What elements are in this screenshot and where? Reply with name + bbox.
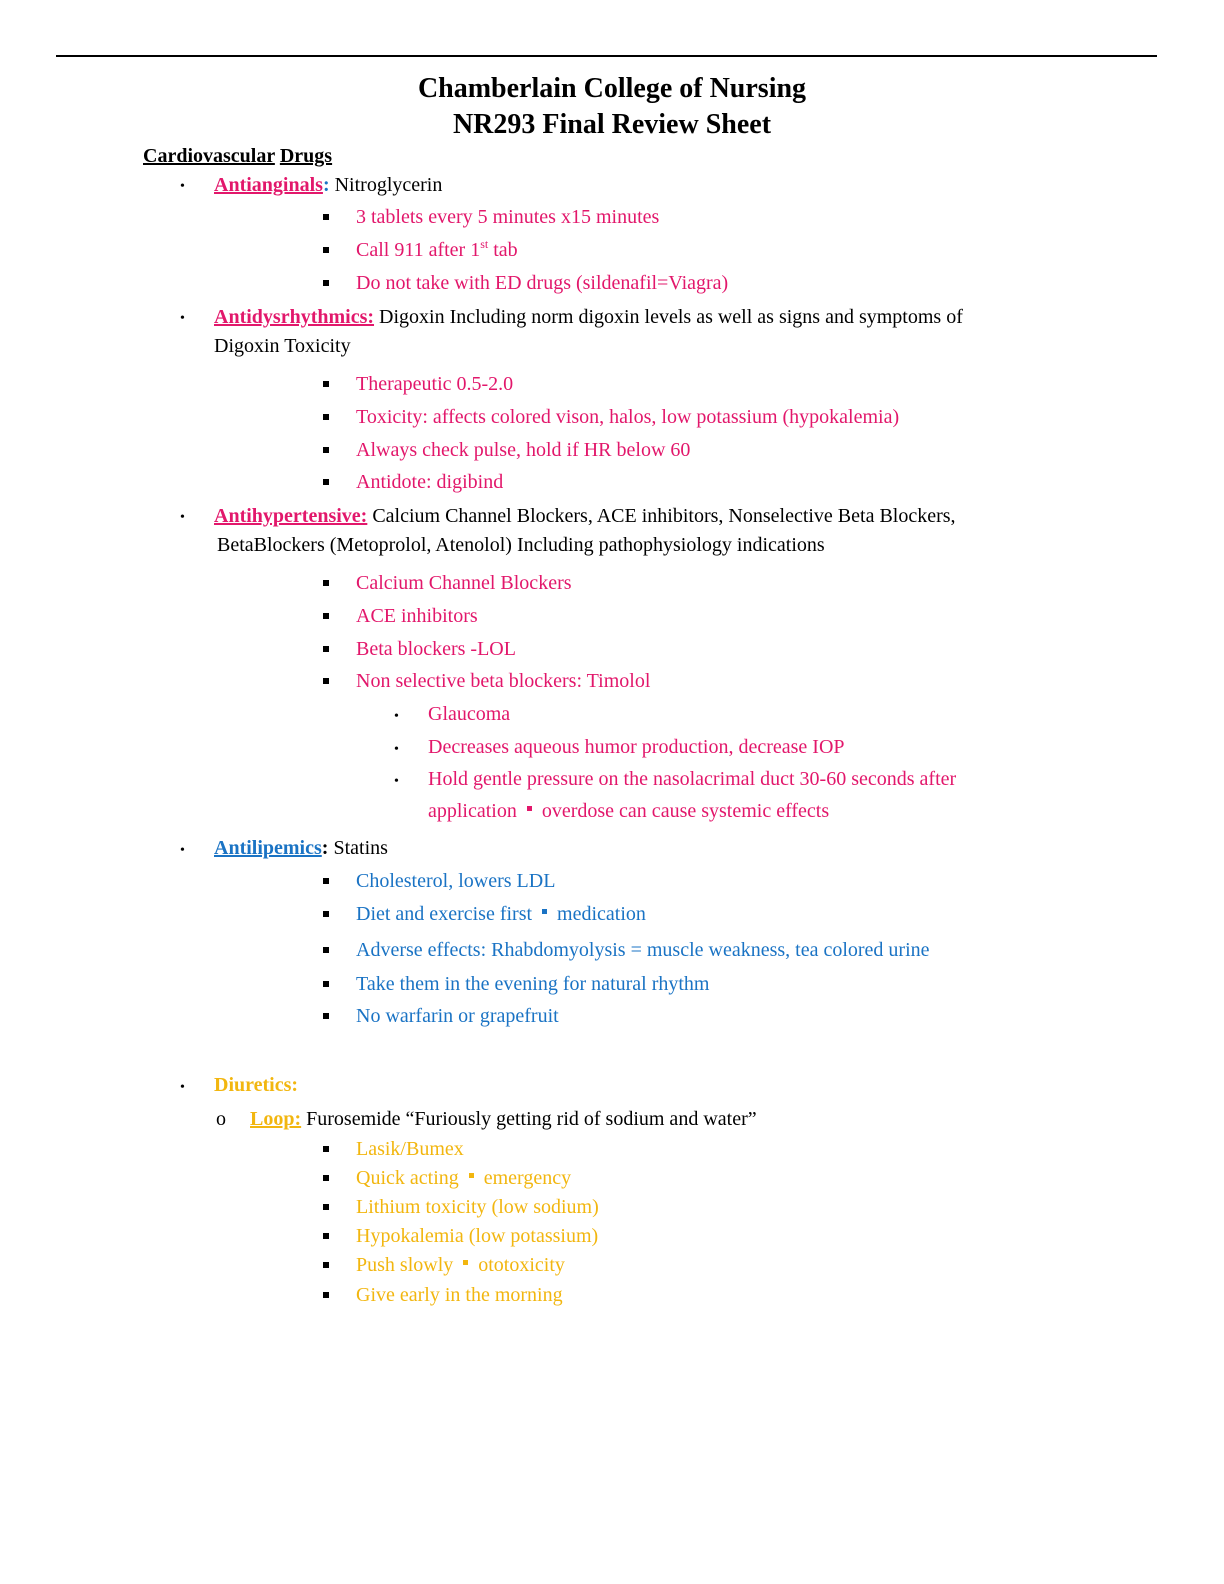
sub-list-item-cont: application overdose can cause systemic e… <box>428 798 829 824</box>
loop-label: Loop: <box>250 1108 302 1130</box>
square-bullet <box>323 580 329 586</box>
square-bullet <box>323 280 329 286</box>
section-heading: Cardiovascular Drugs <box>143 143 332 169</box>
list-item: Antidote: digibind <box>356 471 504 493</box>
list-item: Toxicity: affects colored vison, halos, … <box>356 406 900 428</box>
sub-list-item: Glaucoma <box>428 703 511 725</box>
list-item: Beta blockers -LOL <box>356 638 516 660</box>
list-item: Take them in the evening for natural rhy… <box>356 973 710 995</box>
list-item-text: Quick acting <box>356 1167 459 1189</box>
square-bullet <box>323 247 329 253</box>
list-item: 3 tablets every 5 minutes x15 minutes <box>356 206 660 228</box>
sub-list-item-text: application <box>428 800 517 822</box>
square-bullet <box>323 1146 329 1152</box>
square-bullet <box>323 1175 329 1181</box>
antianginals-drug: Nitroglycerin <box>329 174 443 196</box>
antilipemics-colon: : <box>321 837 329 859</box>
square-bullet <box>323 1233 329 1239</box>
square-bullet <box>323 414 329 420</box>
list-item: Calcium Channel Blockers <box>356 572 572 594</box>
sub-bullet-dot: • <box>394 742 399 757</box>
bullet-dot: • <box>180 843 185 858</box>
arrow-square <box>542 909 548 914</box>
square-bullet <box>323 911 329 917</box>
superscript: st <box>480 237 489 251</box>
antihypertensive-line: Antihypertensive: Calcium Channel Blocke… <box>214 503 956 529</box>
bullet-dot: • <box>180 179 185 194</box>
square-bullet <box>323 646 329 652</box>
antilipemics-label: Antilipemics <box>214 837 322 859</box>
loop-line: Loop: Furosemide “Furiously getting rid … <box>250 1106 757 1132</box>
section-heading-part2: Drugs <box>279 145 333 167</box>
list-item: ACE inhibitors <box>356 605 478 627</box>
sub-list-item-text: overdose can cause systemic effects <box>541 800 830 822</box>
square-bullet <box>323 479 329 485</box>
square-bullet <box>323 1013 329 1019</box>
list-item-text: medication <box>557 903 646 925</box>
diuretics-label: Diuretics: <box>214 1074 299 1096</box>
square-bullet <box>323 947 329 953</box>
list-item: Lithium toxicity (low sodium) <box>356 1196 599 1218</box>
antilipemics-drug: Statins <box>328 837 388 859</box>
list-item: Hypokalemia (low potassium) <box>356 1225 599 1247</box>
list-item: Therapeutic 0.5-2.0 <box>356 373 514 395</box>
square-bullet <box>323 381 329 387</box>
antihypertensive-desc-cont: BetaBlockers (Metoprolol, Atenolol) Incl… <box>217 534 825 556</box>
list-item: No warfarin or grapefruit <box>356 1005 559 1027</box>
antidysrhythmics-desc: Digoxin Including norm digoxin levels as… <box>374 306 963 328</box>
list-item-text: emergency <box>483 1167 572 1189</box>
bullet-dot: • <box>180 510 185 525</box>
sub-list-item: Hold gentle pressure on the nasolacrimal… <box>428 768 957 790</box>
antidysrhythmics-line: Antidysrhythmics: Digoxin Including norm… <box>214 304 963 330</box>
list-item: Quick acting emergency <box>356 1165 571 1191</box>
square-bullet <box>323 613 329 619</box>
square-bullet <box>323 447 329 453</box>
antidysrhythmics-desc-cont: Digoxin Toxicity <box>214 335 351 357</box>
list-item-text: Call 911 after 1 <box>356 239 481 261</box>
list-item-text: tab <box>488 239 518 261</box>
antidysrhythmics-label: Antidysrhythmics: <box>214 306 375 328</box>
antianginals-colon: : <box>322 174 330 196</box>
arrow-square <box>468 1173 474 1178</box>
sub-bullet-dot: • <box>394 774 399 789</box>
section-heading-part1: Cardiovascular <box>143 145 275 167</box>
list-item: Adverse effects: Rhabdomyolysis = muscle… <box>356 939 930 961</box>
square-bullet <box>323 1204 329 1210</box>
bullet-dot: • <box>180 311 185 326</box>
square-bullet <box>323 214 329 220</box>
list-item: Push slowly ototoxicity <box>356 1252 565 1278</box>
list-item: Always check pulse, hold if HR below 60 <box>356 439 691 461</box>
sub-bullet-dot: • <box>394 709 399 724</box>
square-bullet <box>323 981 329 987</box>
sub-list-item: Decreases aqueous humor production, decr… <box>428 736 845 758</box>
antihypertensive-desc: Calcium Channel Blockers, ACE inhibitors… <box>367 505 956 527</box>
top-rule <box>56 55 1157 57</box>
list-item-text: Diet and exercise first <box>356 903 533 925</box>
loop-desc: Furosemide “Furiously getting rid of sod… <box>301 1108 757 1130</box>
antihypertensive-label: Antihypertensive: <box>214 505 368 527</box>
list-item: Lasik/Bumex <box>356 1138 464 1160</box>
list-item-text: ototoxicity <box>478 1254 565 1276</box>
list-item: Diet and exercise first medication <box>356 901 646 927</box>
square-bullet <box>323 1262 329 1268</box>
square-bullet <box>323 678 329 684</box>
arrow-square <box>463 1260 469 1265</box>
list-item: Do not take with ED drugs (sildenafil=Vi… <box>356 272 729 294</box>
square-bullet <box>323 878 329 884</box>
square-bullet <box>323 1292 329 1298</box>
document-subtitle: NR293 Final Review Sheet <box>452 109 772 140</box>
list-item: Give early in the morning <box>356 1284 563 1306</box>
list-item: Non selective beta blockers: Timolol <box>356 670 651 692</box>
arrow-square <box>526 806 532 811</box>
antianginals-label: Antianginals <box>214 174 323 196</box>
document-title: Chamberlain College of Nursing <box>417 73 807 104</box>
list-item: Call 911 after 1st tab <box>356 237 518 263</box>
antianginals-line: Antianginals: Nitroglycerin <box>214 172 442 198</box>
antilipemics-line: Antilipemics: Statins <box>214 835 388 861</box>
list-item: Cholesterol, lowers LDL <box>356 870 556 892</box>
loop-marker: o <box>216 1108 226 1130</box>
list-item-text: Push slowly <box>356 1254 454 1276</box>
bullet-dot: • <box>180 1080 185 1095</box>
